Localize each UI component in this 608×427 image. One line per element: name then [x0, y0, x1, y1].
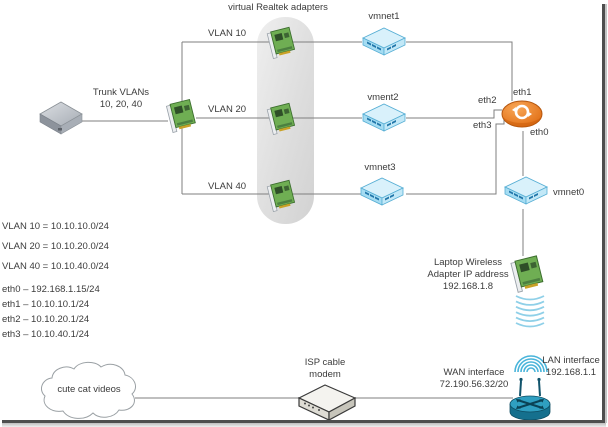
vmnet3-label: vmnet3 [364, 162, 396, 173]
vment2-label: vment2 [367, 92, 399, 103]
interface-table-row: eth3 – 10.10.40.1/24 [2, 329, 90, 340]
trunk-nic-icon [166, 96, 196, 134]
window-border-bottom-shadow [2, 423, 606, 427]
window-border-bottom [2, 420, 605, 423]
interface-table-row: eth0 – 192.168.1.15/24 [2, 284, 100, 295]
realtek-adapter-icon-2 [266, 100, 296, 136]
vmnet0-switch-icon [503, 175, 549, 209]
wan-label-line1: WAN interface [443, 367, 505, 378]
realtek-adapter-icon-3 [266, 177, 296, 213]
eth2-label: eth2 [478, 95, 497, 106]
vlan-table-row: VLAN 10 = 10.10.10.0/24 [2, 221, 109, 232]
laptop-label-line3: 192.168.1.8 [442, 281, 494, 292]
realtek-adapter-icon-1 [266, 24, 296, 60]
trunk-switch-icon [38, 99, 84, 139]
window-border-right-shadow [605, 4, 607, 423]
wan-label: WAN interface 72.190.56.32/20 [420, 367, 528, 391]
vmnet3-switch-icon [359, 176, 405, 210]
wan-label-line2: 72.190.56.32/20 [439, 379, 509, 390]
trunk-label: Trunk VLANs 10, 20, 40 [83, 87, 159, 111]
laptop-label: Laptop Wireless Adapter IP address 192.1… [408, 257, 528, 293]
vlan-table-row: VLAN 40 = 10.10.40.0/24 [2, 261, 109, 272]
diagram-title: virtual Realtek adapters [228, 2, 328, 13]
lan-label-line2: 192.168.1.1 [545, 367, 597, 378]
vmnet1-label: vmnet1 [368, 11, 400, 22]
modem-icon [295, 381, 359, 421]
trunk-label-line2: 10, 20, 40 [99, 99, 143, 110]
lan-label: LAN interface 192.168.1.1 [538, 355, 604, 379]
trunk-label-line1: Trunk VLANs [92, 87, 150, 98]
modem-label-line2: modem [309, 369, 341, 380]
eth0-label: eth0 [530, 127, 549, 138]
vlan-table-row: VLAN 20 = 10.10.20.0/24 [2, 241, 109, 252]
vment2-switch-icon [361, 102, 407, 136]
vlan10-label: VLAN 10 [207, 28, 247, 39]
eth3-label: eth3 [473, 120, 492, 131]
vlan40-label: VLAN 40 [207, 181, 247, 192]
vmnet1-switch-icon [361, 26, 407, 60]
interface-table-row: eth2 – 10.10.20.1/24 [2, 314, 90, 325]
laptop-label-line2: Adapter IP address [427, 269, 509, 280]
modem-label: ISP cable modem [291, 357, 359, 381]
lan-label-line1: LAN interface [542, 355, 600, 366]
vlan20-label: VLAN 20 [207, 104, 247, 115]
modem-label-line1: ISP cable [304, 357, 346, 368]
laptop-radio-waves-icon [514, 294, 546, 328]
interface-table-row: eth1 – 10.10.10.1/24 [2, 299, 90, 310]
laptop-label-line1: Laptop Wireless [433, 257, 503, 268]
eth1-label: eth1 [513, 87, 532, 98]
cloud-label: cute cat videos [57, 384, 121, 395]
vmnet0-label: vmnet0 [553, 187, 585, 198]
window-border-right [602, 4, 605, 423]
